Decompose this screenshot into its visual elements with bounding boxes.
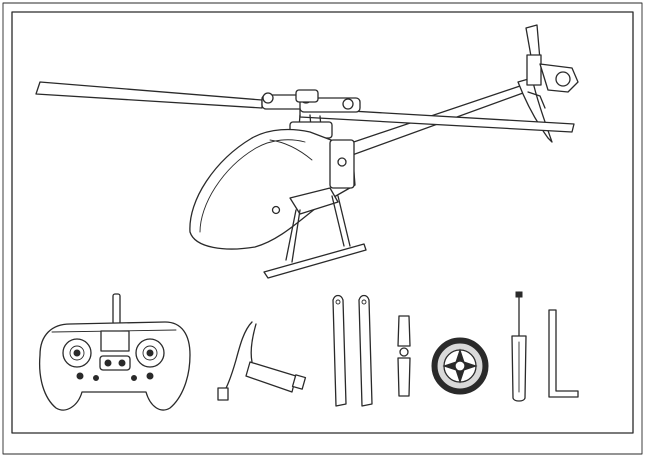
inner-frame [11, 11, 634, 434]
helicopter-illustration [35, 24, 579, 279]
skid-strut-front [285, 209, 301, 263]
charger-plug [217, 387, 229, 401]
rotor-hub [295, 89, 319, 103]
canopy-seam [269, 139, 313, 161]
trim-button [93, 375, 99, 381]
tail-rotor-blade-top [397, 315, 411, 347]
usb-charger-illustration [217, 321, 307, 401]
lower-frame [289, 187, 339, 215]
screwdriver-tip [515, 291, 523, 298]
tail-motor [555, 71, 571, 87]
tail-gearbox [526, 54, 542, 86]
main-blade-left [35, 81, 263, 109]
stick-ring [142, 345, 158, 361]
rotor-bolt [262, 92, 274, 104]
spare-tail-rotor [397, 315, 411, 397]
antenna [112, 293, 121, 325]
trim-button-right [146, 372, 154, 380]
hex-key-illustration [548, 309, 579, 398]
center-button-panel [99, 355, 131, 371]
spare-blade-1 [332, 294, 347, 407]
right-stick [146, 349, 154, 357]
trim-button-left [76, 372, 84, 380]
charger-cable-a [223, 321, 253, 393]
charger-cable-b [250, 323, 257, 363]
stick-ring [69, 345, 85, 361]
screwdriver-illustration [511, 291, 527, 402]
spare-blade-2 [358, 294, 373, 407]
gear-hub [454, 360, 466, 372]
left-stick [73, 349, 81, 357]
skid-strut-rear [331, 195, 351, 247]
button-b [118, 359, 126, 367]
blade-hole [361, 299, 367, 305]
landing-skid [263, 243, 367, 279]
transmitter-screen [100, 330, 130, 352]
trim-button [131, 375, 137, 381]
button-a [104, 359, 112, 367]
rotor-bolt [342, 98, 354, 110]
frame-bolt [337, 157, 347, 167]
tail-rotor-hub [399, 347, 409, 357]
canopy-highlight [199, 139, 306, 233]
tail-rotor-blade-bottom [397, 357, 411, 397]
hex-key [548, 309, 579, 398]
spare-main-gear [431, 337, 489, 395]
main-blade-right [299, 107, 575, 133]
canopy-mount [271, 205, 281, 215]
charger-body [245, 361, 297, 393]
blade-hole [335, 299, 341, 305]
transmitter-illustration [38, 293, 191, 411]
usb-connector [291, 374, 307, 390]
tail-bracket [527, 91, 546, 109]
spare-main-blades [332, 294, 373, 407]
